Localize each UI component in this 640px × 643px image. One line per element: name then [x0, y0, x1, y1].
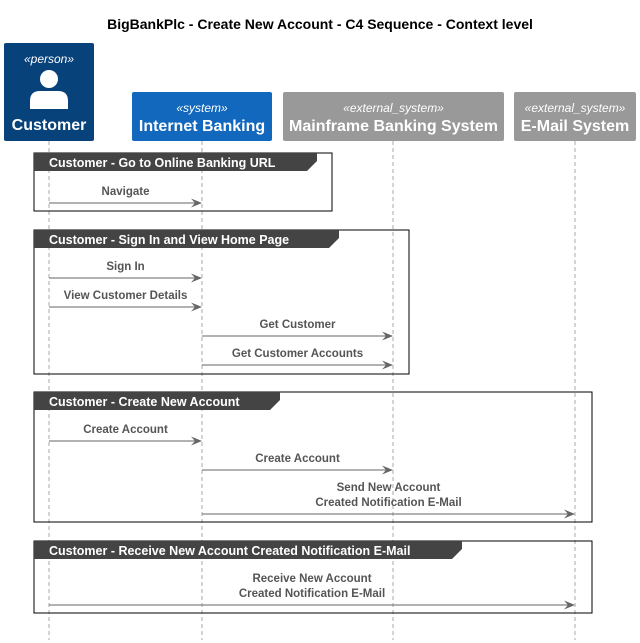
- message: Get Customer Accounts: [202, 348, 393, 370]
- participant-email: «external_system» E-Mail System: [514, 92, 636, 141]
- group-label: Customer - Receive New Account Created N…: [49, 544, 410, 558]
- participant-email-name: E-Mail System: [521, 118, 629, 135]
- message-label: Created Notification E-Mail: [239, 588, 385, 600]
- lifelines: [48, 141, 576, 640]
- message-label: Send New Account: [337, 482, 441, 494]
- message-label: Create Account: [255, 453, 340, 465]
- message-label: Created Notification E-Mail: [315, 497, 461, 509]
- participant-ib-name: Internet Banking: [139, 118, 265, 135]
- group-label: Customer - Go to Online Banking URL: [49, 156, 276, 170]
- person-icon: [30, 70, 68, 109]
- message: Create Account: [202, 453, 393, 475]
- participant-mf-name: Mainframe Banking System: [289, 118, 498, 135]
- message-label: View Customer Details: [64, 290, 188, 302]
- arrowhead-icon: [191, 273, 202, 283]
- participant-customer: «person» Customer: [4, 43, 94, 141]
- diagram-title: BigBankPlc - Create New Account - C4 Seq…: [107, 16, 533, 32]
- group-header: [34, 392, 280, 410]
- arrowhead-icon: [564, 600, 575, 610]
- arrowhead-icon: [382, 360, 393, 370]
- person-icon-head: [40, 70, 58, 88]
- message: View Customer Details: [49, 290, 202, 312]
- message-label: Receive New Account: [252, 573, 371, 585]
- message-label: Get Customer Accounts: [232, 348, 363, 360]
- message-label: Sign In: [106, 261, 144, 273]
- group-header: [34, 153, 317, 171]
- participant-mf: «external_system» Mainframe Banking Syste…: [283, 92, 504, 141]
- participant-email-box: [514, 92, 636, 141]
- participant-ib-box: [132, 92, 272, 141]
- group-label: Customer - Create New Account: [49, 395, 240, 409]
- participant-mf-stereotype: «external_system»: [343, 101, 444, 115]
- arrowhead-icon: [191, 198, 202, 208]
- message: Get Customer: [202, 319, 393, 341]
- arrowhead-icon: [191, 302, 202, 312]
- group-border: [33, 391, 593, 523]
- participants: «person» Customer «system» Internet Banking…: [4, 43, 636, 141]
- group-frame: Customer - Go to Online Banking URL Navig…: [33, 152, 333, 212]
- arrowhead-icon: [564, 509, 575, 519]
- message-label: Create Account: [83, 424, 168, 436]
- message: Sign In: [49, 261, 202, 283]
- group-header: [34, 230, 339, 248]
- arrowhead-icon: [382, 331, 393, 341]
- arrowhead-icon: [382, 465, 393, 475]
- participant-customer-name: Customer: [12, 117, 87, 134]
- message-label: Navigate: [102, 186, 150, 198]
- person-icon-body: [30, 91, 68, 109]
- group-label: Customer - Sign In and View Home Page: [49, 233, 289, 247]
- arrowhead-icon: [191, 436, 202, 446]
- participant-ib-stereotype: «system»: [176, 101, 228, 115]
- participant-ib: «system» Internet Banking: [132, 92, 272, 141]
- groups: Customer - Go to Online Banking URL Navig…: [33, 152, 593, 614]
- participant-email-stereotype: «external_system»: [525, 101, 626, 115]
- group-frame: Customer - Receive New Account Created N…: [33, 540, 593, 614]
- message-label: Get Customer: [259, 319, 336, 331]
- participant-customer-stereotype: «person»: [24, 52, 74, 66]
- message: Navigate: [49, 186, 202, 208]
- group-header: [34, 541, 462, 559]
- message: Create Account: [49, 424, 202, 446]
- participant-mf-box: [283, 92, 504, 141]
- group-frame: Customer - Sign In and View Home PageSig…: [33, 229, 410, 375]
